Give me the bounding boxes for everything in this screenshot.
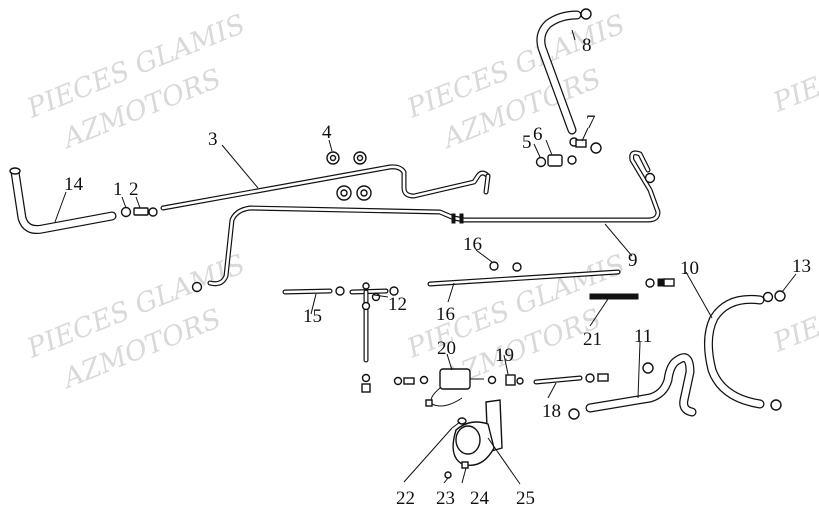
part-23-screw bbox=[444, 471, 452, 479]
part-16-hose bbox=[427, 269, 675, 288]
part-20-filter bbox=[393, 368, 497, 407]
callout-5: 5 bbox=[522, 132, 532, 153]
part-25-canister bbox=[452, 399, 503, 466]
callout-4: 4 bbox=[322, 122, 332, 143]
part-7-clamp bbox=[575, 139, 602, 154]
part-2-connector bbox=[133, 207, 158, 217]
watermark-edge: PIE bbox=[768, 311, 819, 358]
part-12-tfitting bbox=[349, 282, 399, 393]
callout-10: 10 bbox=[680, 258, 699, 279]
callout-labels: 1 2 3 4 5 6 7 8 9 10 11 12 13 14 15 16 1… bbox=[64, 35, 811, 509]
part-5-clamp bbox=[535, 156, 547, 168]
part-21-sleeve bbox=[589, 293, 639, 300]
callout-7: 7 bbox=[586, 112, 596, 133]
part-6-fitting bbox=[547, 154, 577, 167]
callout-20: 20 bbox=[437, 338, 456, 359]
callout-6: 6 bbox=[533, 124, 543, 145]
leader-lines bbox=[54, 29, 797, 485]
part-16-grommets bbox=[489, 261, 522, 272]
part-10-hose bbox=[704, 291, 782, 411]
callout-15: 15 bbox=[303, 306, 322, 327]
part-22-bolt bbox=[451, 417, 467, 429]
callout-18: 18 bbox=[542, 401, 561, 422]
part-13-clamp bbox=[774, 290, 786, 302]
callout-11: 11 bbox=[634, 326, 652, 347]
callout-2: 2 bbox=[129, 179, 139, 200]
callout-16b: 16 bbox=[436, 304, 455, 325]
part-4-grommets bbox=[326, 151, 372, 201]
watermark-edge: PIE bbox=[768, 71, 819, 118]
part-8-hose bbox=[536, 8, 592, 147]
part-24-nut bbox=[461, 461, 469, 469]
callout-8: 8 bbox=[582, 35, 592, 56]
part-18-hose bbox=[533, 373, 609, 385]
callout-1: 1 bbox=[113, 179, 123, 200]
callout-12: 12 bbox=[388, 294, 407, 315]
part-1-clamp bbox=[120, 206, 132, 218]
part-3-pipe bbox=[160, 164, 491, 211]
callout-16a: 16 bbox=[463, 234, 482, 255]
watermark-group: PIECES GLAMIS AZMOTORS PIECES GLAMIS AZM… bbox=[22, 9, 819, 396]
callout-21: 21 bbox=[583, 329, 602, 350]
callout-3: 3 bbox=[208, 129, 218, 150]
callout-9: 9 bbox=[628, 250, 638, 271]
part-11-hose bbox=[568, 353, 697, 420]
callout-24: 24 bbox=[470, 488, 490, 509]
callout-19: 19 bbox=[495, 345, 514, 366]
part-15-hose bbox=[282, 286, 345, 296]
callout-13: 13 bbox=[792, 256, 811, 277]
callout-22: 22 bbox=[396, 488, 415, 509]
part-19-fitting bbox=[505, 374, 524, 386]
callout-25: 25 bbox=[516, 488, 535, 509]
callout-23: 23 bbox=[436, 488, 455, 509]
part-14-hose bbox=[9, 167, 117, 234]
callout-14: 14 bbox=[64, 174, 84, 195]
part-9-pipe bbox=[191, 150, 661, 293]
